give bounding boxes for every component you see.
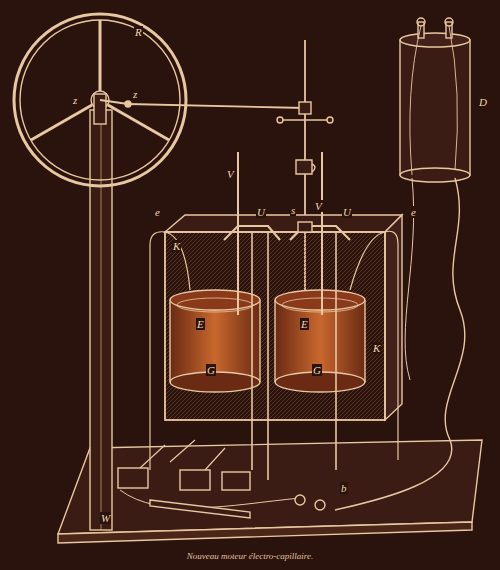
part-letter: e (410, 206, 417, 218)
part-letter: E (196, 318, 205, 330)
part-letter: e (154, 206, 161, 218)
part-letter: z (132, 88, 138, 100)
part-letter: E (300, 318, 309, 330)
part-letter: K (172, 240, 181, 252)
part-letter: G (312, 364, 322, 376)
part-letter: V (314, 200, 323, 212)
part-letter: R (134, 26, 143, 38)
part-letter: s (290, 204, 296, 216)
part-letter: W (100, 512, 111, 524)
part-letter: U (342, 206, 352, 218)
part-letter: V (226, 168, 235, 180)
part-letter: G (206, 364, 216, 376)
part-letter: D (478, 96, 488, 108)
part-letter: K (372, 342, 381, 354)
part-letter: b (340, 482, 348, 494)
part-letter: z (72, 94, 78, 106)
part-letter: U (256, 206, 266, 218)
figure-caption: Nouveau moteur électro-capillaire. (0, 551, 500, 561)
